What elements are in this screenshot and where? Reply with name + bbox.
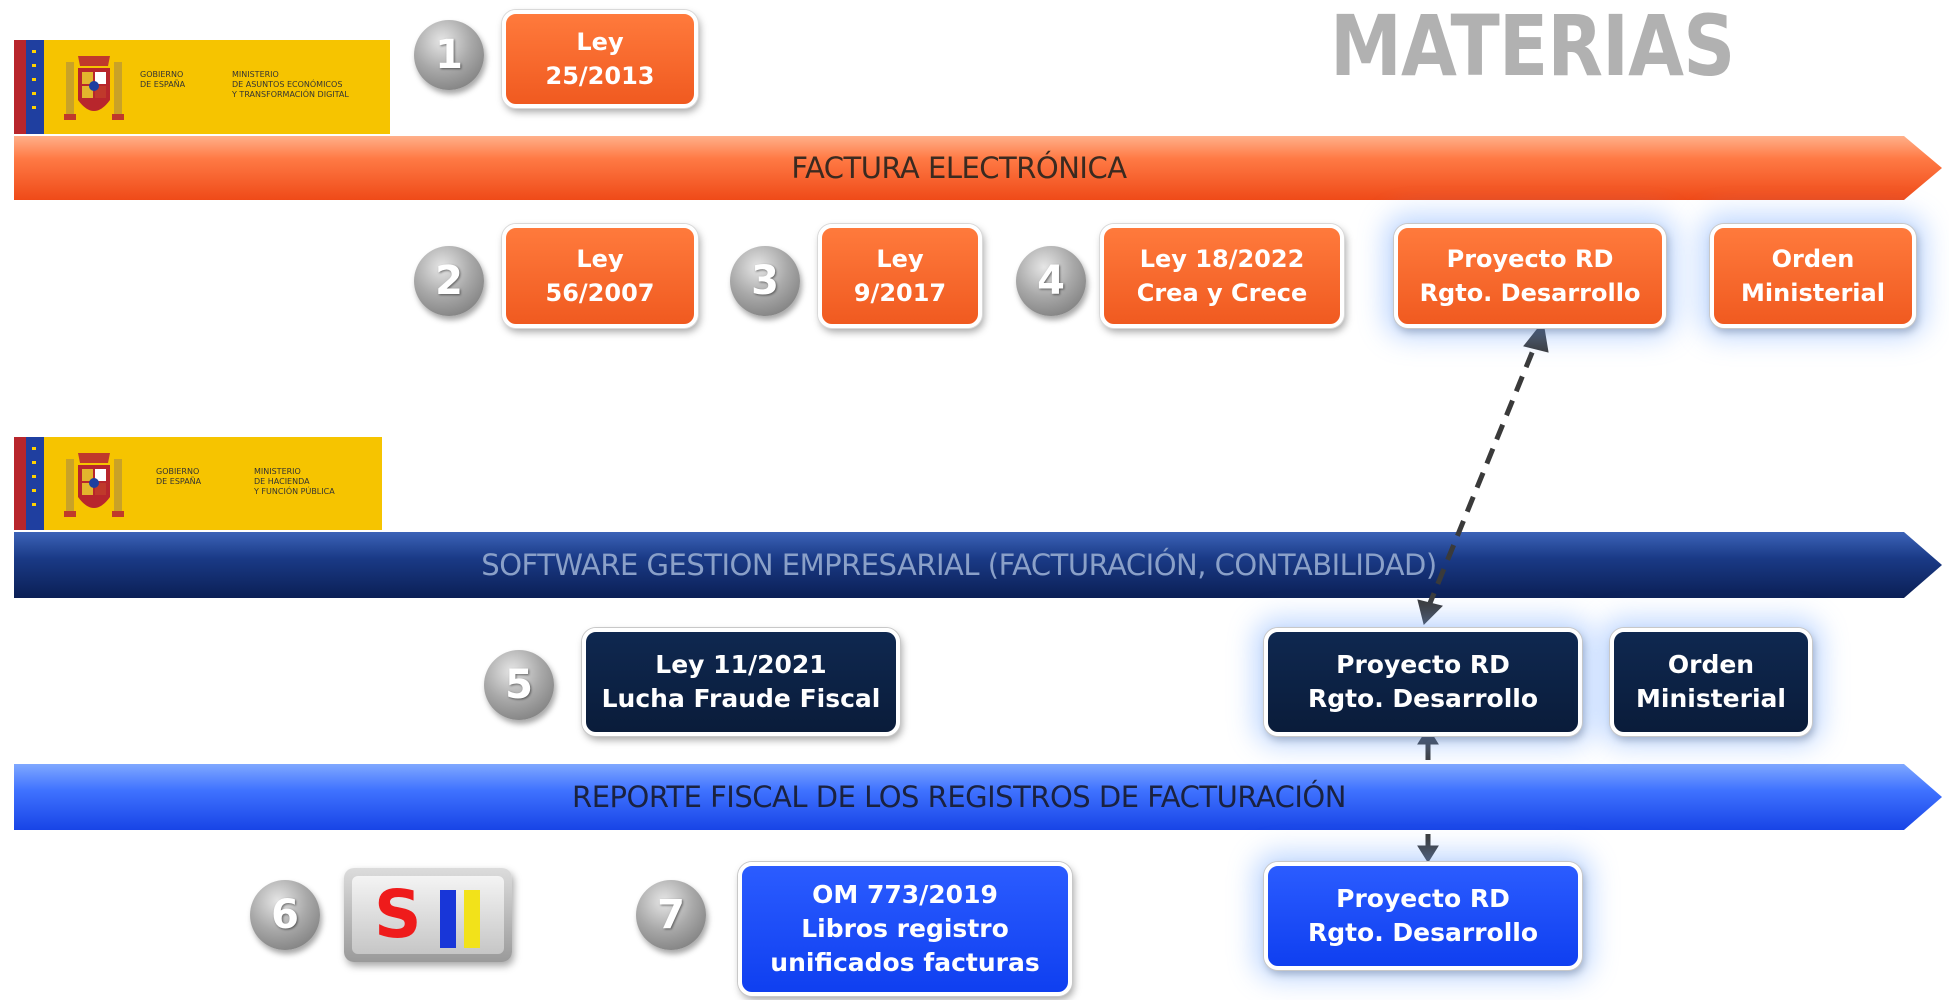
coat-of-arms-icon [64,453,124,517]
box-line: Rgto. Desarrollo [1307,918,1539,947]
banner-arrow-shape [14,136,1942,200]
sii-letter-s: S [374,876,422,953]
box-proyecto-rd-factura: Proyecto RD Rgto. Desarrollo [1394,224,1666,328]
sii-bar-blue [440,890,456,948]
banner-label: SOFTWARE GESTION EMPRESARIAL (FACTURACIÓ… [481,548,1437,582]
dashed-connector-line [1425,337,1541,609]
box-om-773-2019: OM 773/2019 Libros registro unificados f… [738,862,1072,996]
box-line: Orden [1771,245,1855,273]
box-proyecto-rd-reporte: Proyecto RD Rgto. Desarrollo [1264,862,1582,970]
banner-label: FACTURA ELECTRÓNICA [791,151,1127,185]
box-line: Ministerial [1636,684,1786,713]
box-line: Ley [576,245,624,273]
sii-logo-panel: S [352,876,504,954]
banner-reporte-fiscal: REPORTE FISCAL DE LOS REGISTROS DE FACTU… [14,762,1944,832]
box-line: OM 773/2019 [812,880,998,909]
box-ley-9-2017: Ley 9/2017 [818,224,982,328]
government-logo-economia: GOBIERNO DE ESPAÑA MINISTERIO DE ASUNTOS… [14,40,390,134]
box-line: Ministerial [1741,279,1885,307]
box-line: Proyecto RD [1336,650,1510,679]
coat-of-arms-icon [64,56,124,120]
box-line: 56/2007 [545,279,655,307]
box-line: Ley [876,245,924,273]
step-number-4: 4 [1016,246,1086,316]
ministry-name: MINISTERIO DE HACIENDA Y FUNCIÓN PÚBLICA [254,467,335,496]
box-ley-25-2013: Ley 25/2013 [502,10,698,108]
step-number-1: 1 [414,20,484,90]
page-title: MATERIAS [1330,0,1735,95]
box-ley-18-2022: Ley 18/2022 Crea y Crece [1100,224,1344,328]
sii-logo: S [344,868,512,962]
step-number-3: 3 [730,246,800,316]
box-ley-56-2007: Ley 56/2007 [502,224,698,328]
arrowhead-up-icon [1523,320,1549,353]
box-line: Orden [1667,650,1755,679]
box-line: Proyecto RD [1446,245,1614,273]
box-line: Rgto. Desarrollo [1307,684,1539,713]
arrowhead-down-icon [1417,845,1439,863]
banner-arrow-shape [14,764,1942,830]
box-orden-ministerial-factura: Orden Ministerial [1710,224,1916,328]
government-logo-hacienda: GOBIERNO DE ESPAÑA MINISTERIO DE HACIEND… [14,437,382,530]
banner-software-gestion: SOFTWARE GESTION EMPRESARIAL (FACTURACIÓ… [14,530,1944,600]
arrowhead-down-icon [1417,599,1443,625]
ministry-name: MINISTERIO DE ASUNTOS ECONÓMICOS Y TRANS… [232,70,349,99]
government-name: GOBIERNO DE ESPAÑA [156,467,202,486]
box-orden-ministerial-software: Orden Ministerial [1610,628,1812,736]
box-line: Ley [576,28,624,56]
box-line: Lucha Fraude Fiscal [601,684,881,713]
step-number-5: 5 [484,650,554,720]
box-line: Crea y Crece [1136,279,1308,307]
box-line: unificados facturas [770,948,1040,977]
box-line: Libros registro [801,914,1009,943]
flag-stripe [14,40,44,134]
box-line: 25/2013 [545,62,655,90]
banner-arrow-shape [14,532,1942,598]
box-line: Proyecto RD [1336,884,1510,913]
flag-stripe [14,437,44,530]
box-proyecto-rd-software: Proyecto RD Rgto. Desarrollo [1264,628,1582,736]
banner-label: REPORTE FISCAL DE LOS REGISTROS DE FACTU… [572,780,1346,814]
box-line: Rgto. Desarrollo [1419,279,1641,307]
step-number-6: 6 [250,880,320,950]
government-name: GOBIERNO DE ESPAÑA [140,70,186,89]
banner-factura-electronica: FACTURA ELECTRÓNICA [14,134,1944,202]
arrowhead-up-icon [1417,727,1439,745]
box-line: Ley 11/2021 [655,650,827,679]
box-line: 9/2017 [853,279,947,307]
step-number-2: 2 [414,246,484,316]
box-ley-11-2021: Ley 11/2021 Lucha Fraude Fiscal [582,628,900,736]
box-line: Ley 18/2022 [1139,245,1305,273]
step-number-7: 7 [636,880,706,950]
sii-bar-yellow [464,890,480,948]
